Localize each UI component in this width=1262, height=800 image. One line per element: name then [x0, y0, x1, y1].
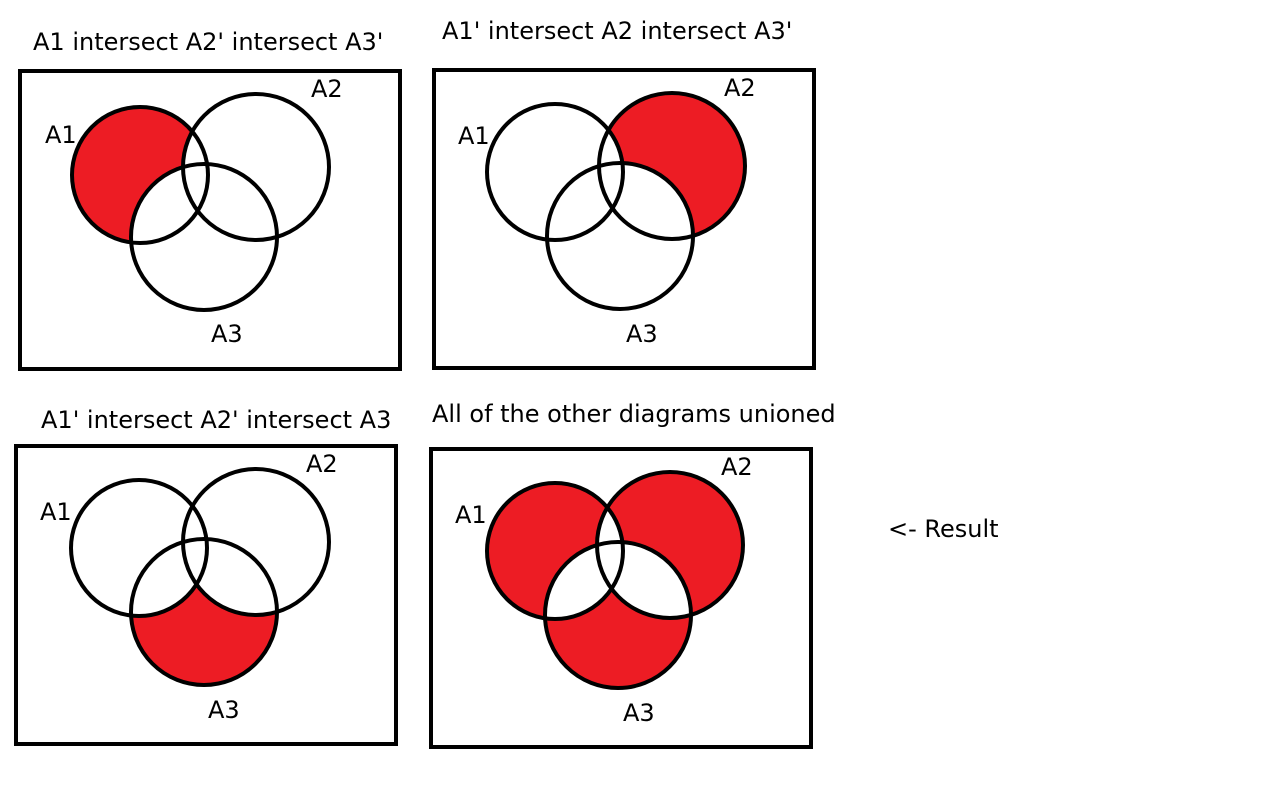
panel-4-title: All of the other diagrams unioned [432, 400, 836, 428]
region-a3-only [545, 542, 691, 688]
circle-a3 [543, 540, 693, 690]
circle-a1 [485, 481, 625, 621]
venn-diagram-3 [69, 467, 331, 687]
result-label: <- Result [888, 515, 999, 543]
label-a1: A1 [40, 498, 72, 526]
label-a2: A2 [721, 453, 753, 481]
venn-diagram-2 [485, 91, 747, 311]
venn-panel-3: A1 A2 A3 [14, 444, 398, 746]
panel-3-title: A1' intersect A2' intersect A3 [41, 406, 392, 434]
label-a2: A2 [306, 450, 338, 478]
label-a3: A3 [208, 696, 240, 724]
label-a3: A3 [211, 320, 243, 348]
circle-a3 [129, 537, 279, 687]
label-a1: A1 [455, 501, 487, 529]
venn-panel-4: A1 A2 A3 [429, 447, 813, 749]
venn-diagram-1 [70, 92, 331, 312]
label-a2: A2 [724, 74, 756, 102]
venn-panel-2: A1 A2 A3 [432, 68, 816, 370]
venn-diagram-4 [485, 470, 745, 690]
circle-a1 [70, 105, 210, 245]
label-a1: A1 [458, 122, 490, 150]
panel-2-title: A1' intersect A2 intersect A3' [442, 17, 793, 45]
label-a1: A1 [45, 121, 77, 149]
label-a3: A3 [626, 320, 658, 348]
circle-a1 [485, 102, 625, 242]
label-a3: A3 [623, 699, 655, 727]
venn-panel-1: A1 A2 A3 [18, 69, 402, 371]
panel-1-title: A1 intersect A2' intersect A3' [33, 28, 384, 56]
circle-a3 [129, 162, 279, 312]
label-a2: A2 [311, 75, 343, 103]
circle-a1 [69, 478, 209, 618]
circle-a3 [545, 161, 695, 311]
